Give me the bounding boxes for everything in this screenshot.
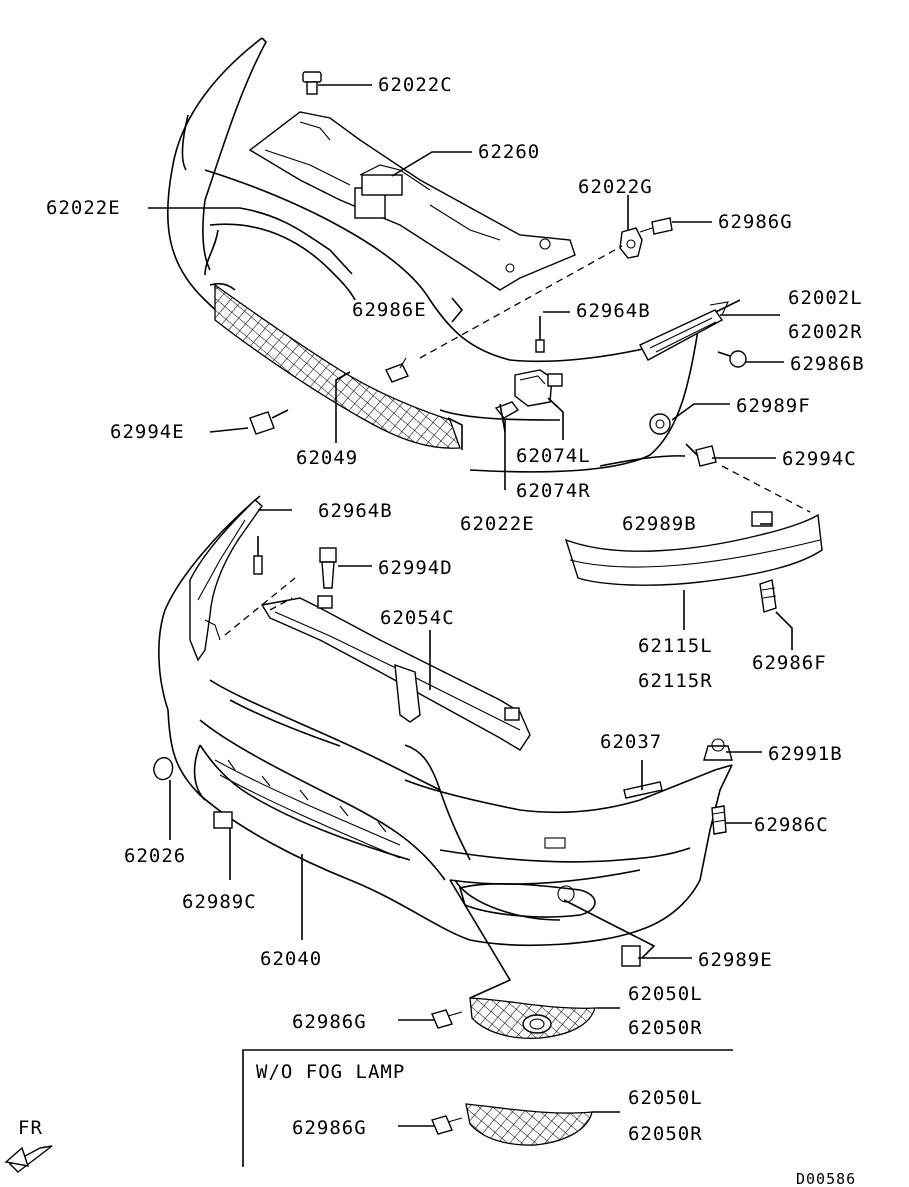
callout-62994d: 62994D <box>378 557 453 579</box>
callout-62022e-upper: 62022E <box>46 197 121 219</box>
bolt-62994c <box>685 443 717 467</box>
clip-62989c <box>213 811 233 829</box>
bolt-62994d <box>319 547 337 589</box>
callout-62989e: 62989E <box>698 949 773 971</box>
variant-box-title: W/O FOG LAMP <box>256 1061 405 1083</box>
nut-62989f <box>649 413 671 435</box>
front-direction-arrow-icon <box>4 1145 53 1173</box>
callout-62022g: 62022G <box>578 176 653 198</box>
clip-62989e <box>621 945 641 967</box>
callout-62022c: 62022C <box>378 74 453 96</box>
callout-62022e-lower: 62022E <box>460 513 535 535</box>
bumper-side-support <box>189 499 263 662</box>
callout-62050l-boxed: 62050L <box>628 1087 703 1109</box>
callout-62049: 62049 <box>296 447 358 469</box>
nut-62991b <box>703 738 733 761</box>
rivet-62964b-lower <box>253 536 263 575</box>
bolt-62986b <box>717 350 747 368</box>
side-moulding-62115 <box>564 513 823 586</box>
callout-62989b: 62989B <box>622 513 697 535</box>
callout-62986e: 62986E <box>352 299 427 321</box>
callout-62037: 62037 <box>600 731 662 753</box>
callout-62260: 62260 <box>478 141 540 163</box>
diagram-id: D00586 <box>796 1170 856 1187</box>
callout-62986g-boxed: 62986G <box>292 1117 367 1139</box>
callout-62050r: 62050R <box>628 1017 703 1039</box>
callout-62986b: 62986B <box>790 353 865 375</box>
screw-62986g-lower <box>431 1009 463 1029</box>
callout-62115l: 62115L <box>638 635 713 657</box>
callout-62991b: 62991B <box>768 743 843 765</box>
bumper-cover-62040 <box>158 495 733 947</box>
callout-62964b-upper: 62964B <box>576 300 651 322</box>
callout-62986g-upper: 62986G <box>718 211 793 233</box>
fog-lamp-cover-no-fog <box>465 1103 593 1146</box>
callout-62989c: 62989C <box>182 891 257 913</box>
clip-62022g <box>619 227 643 259</box>
callout-62050l: 62050L <box>628 983 703 1005</box>
reflector-62026 <box>153 756 174 781</box>
callout-62994e: 62994E <box>110 421 185 443</box>
callout-62964b-lower: 62964B <box>318 500 393 522</box>
callout-62986f: 62986F <box>752 652 827 674</box>
upper-grille-62049 <box>209 282 463 450</box>
screw-62986f <box>759 579 777 613</box>
dashed-guide-lines <box>224 245 811 636</box>
screw-62986e <box>385 357 409 383</box>
screw-62986c <box>711 805 727 835</box>
reflector-62037 <box>623 781 663 799</box>
variant-box <box>242 1049 733 1167</box>
radiator-support-bracket <box>248 111 576 291</box>
callout-62050r-boxed: 62050R <box>628 1123 703 1145</box>
callout-labels: 62022C 62260 62022E 62022G 62986G 62986E… <box>18 74 865 1187</box>
side-bracket-62002 <box>639 301 729 361</box>
callout-62986c: 62986C <box>754 814 829 836</box>
leader-lines <box>148 84 793 1127</box>
callout-62989f: 62989F <box>736 395 811 417</box>
callout-62074r: 62074R <box>516 480 591 502</box>
callout-62002r: 62002R <box>788 321 863 343</box>
fog-lamp-cover-62050 <box>469 997 596 1039</box>
screw-62986g-boxed <box>431 1115 463 1135</box>
bumper-beam-62054c <box>260 595 531 751</box>
callout-62054c: 62054C <box>380 607 455 629</box>
callout-62994c: 62994C <box>782 448 857 470</box>
clip-62989b <box>751 511 773 527</box>
callout-62115r: 62115R <box>638 670 713 692</box>
callout-62986g-lower: 62986G <box>292 1011 367 1033</box>
callout-62074l: 62074L <box>516 445 591 467</box>
callout-62026: 62026 <box>124 845 186 867</box>
sensor-62074 <box>514 369 563 407</box>
clip-62022c <box>302 71 322 95</box>
callout-62002l: 62002L <box>788 287 863 309</box>
callout-62040: 62040 <box>260 948 322 970</box>
bolt-62994e <box>249 409 289 435</box>
screw-62986g-upper <box>639 217 673 235</box>
direction-label: FR <box>18 1117 43 1139</box>
rivet-62964b-upper <box>535 316 545 353</box>
